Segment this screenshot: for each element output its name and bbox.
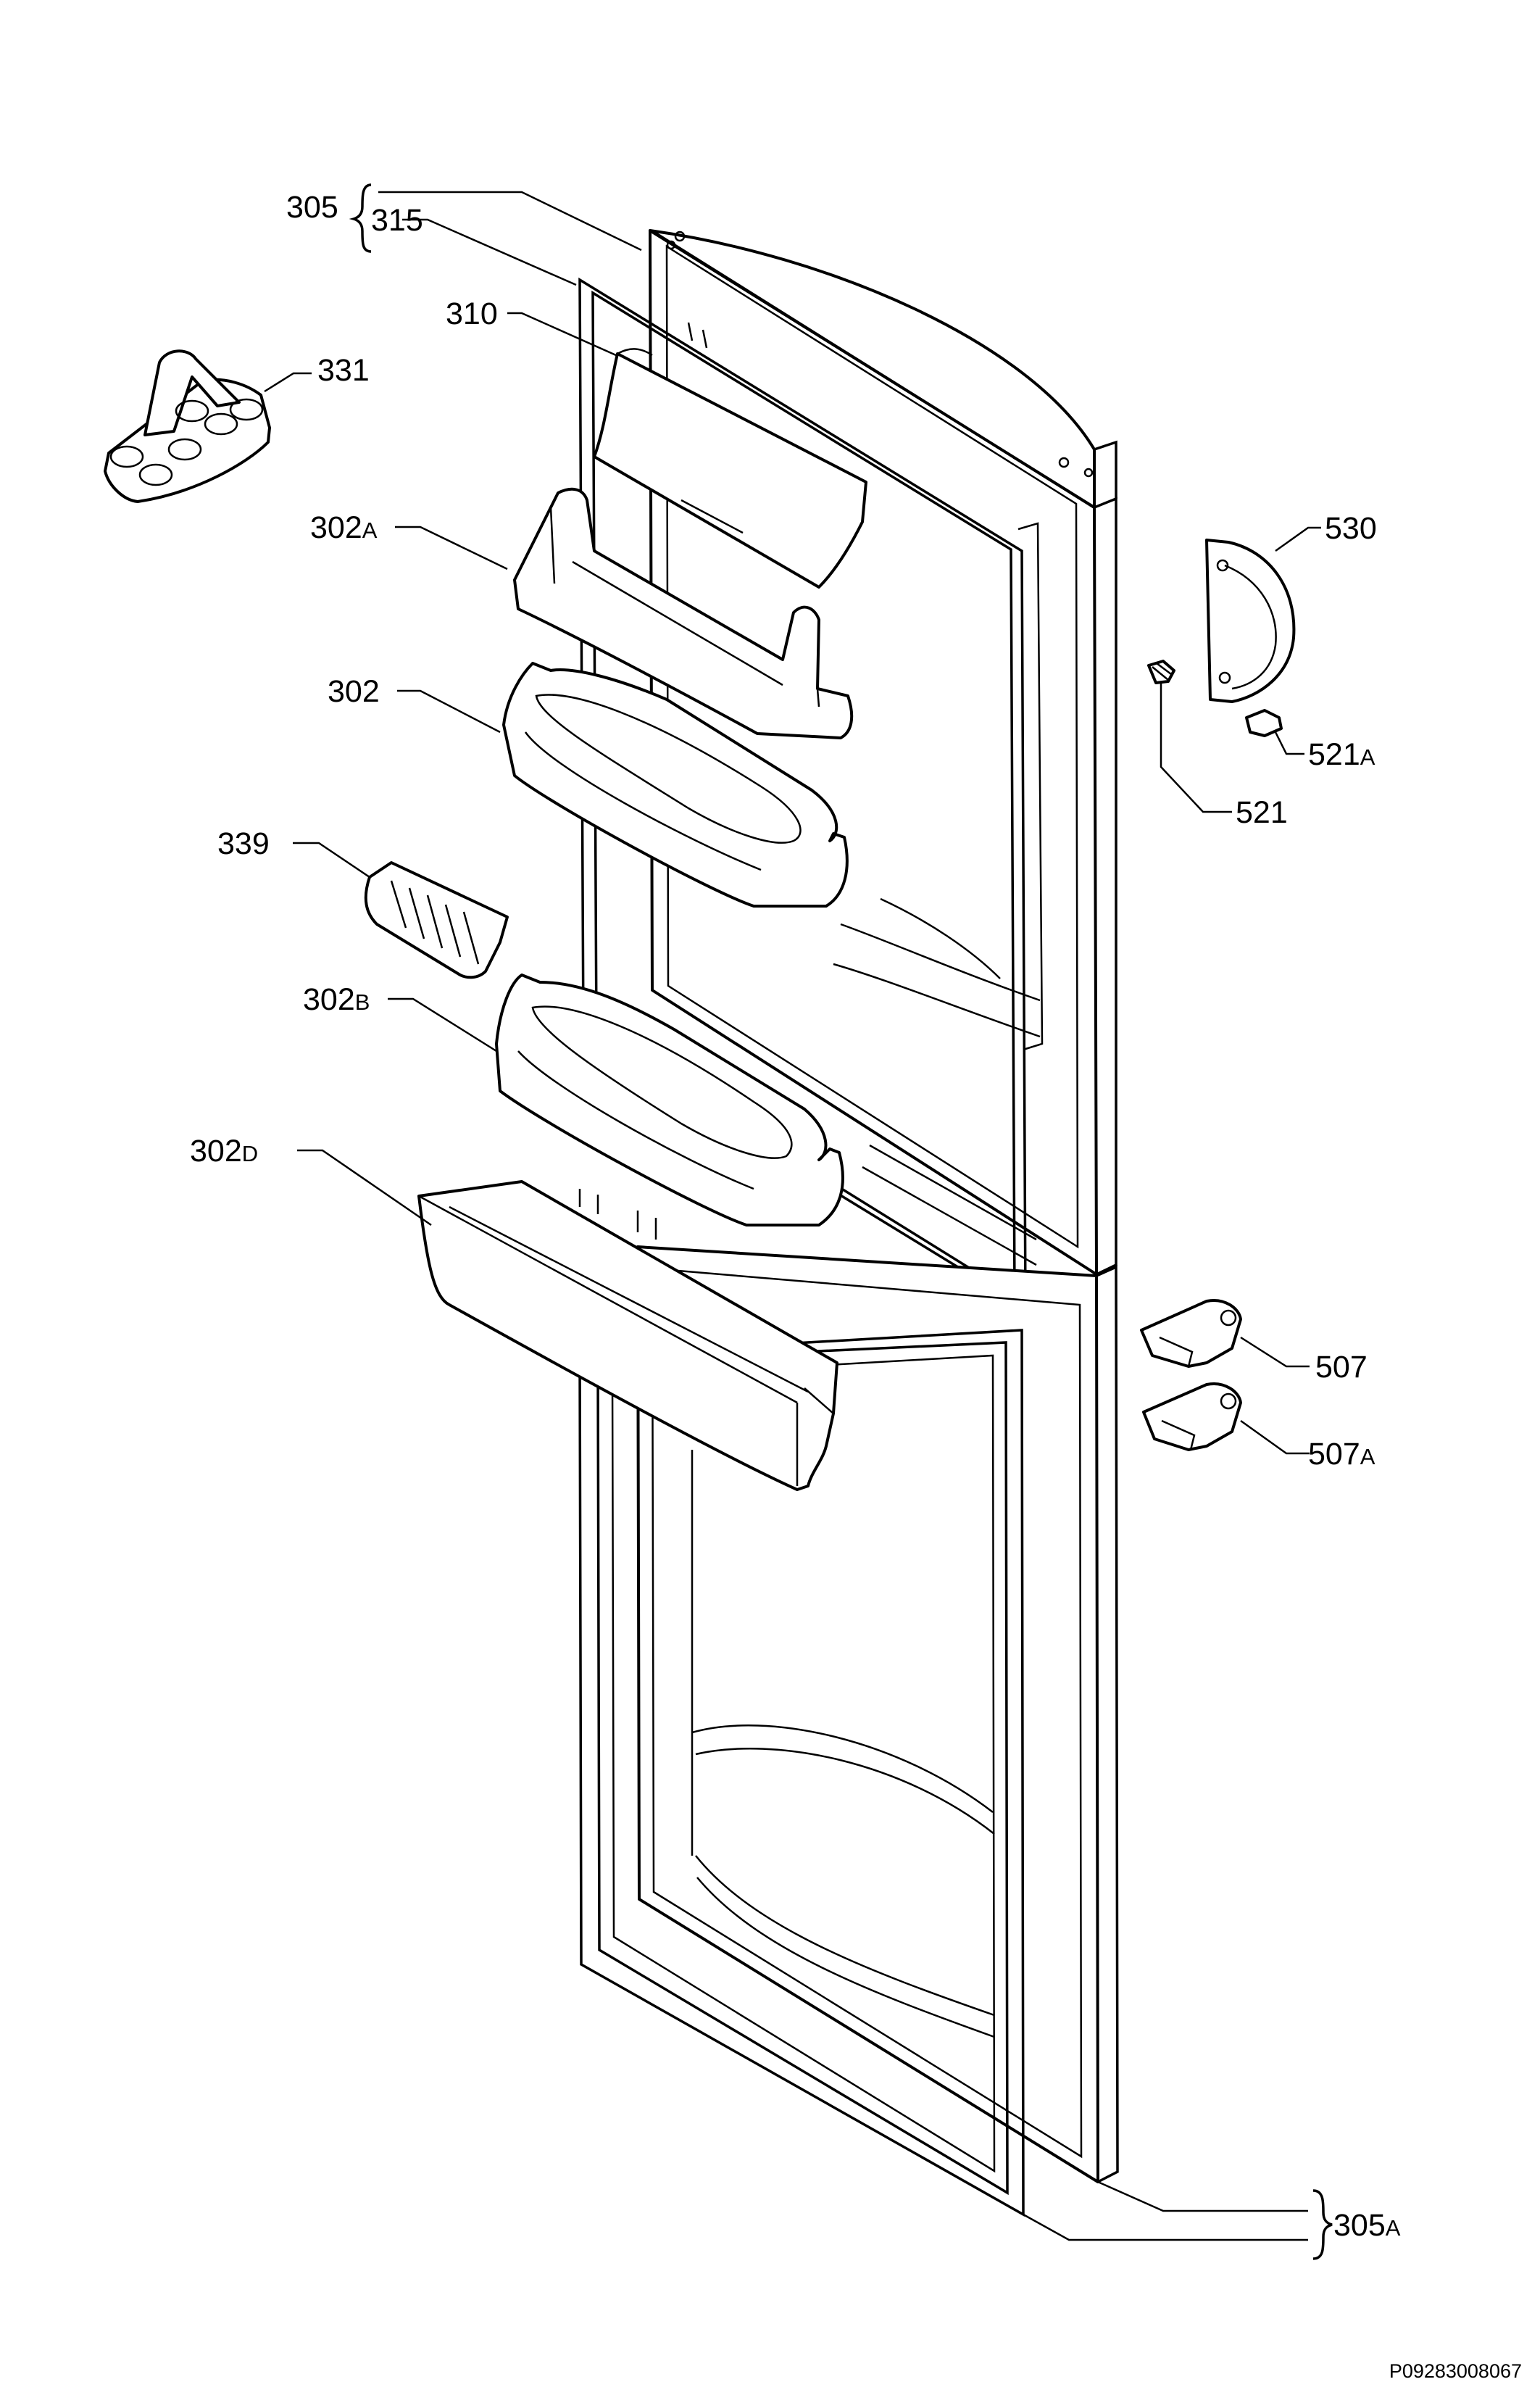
label-521: 521 xyxy=(1236,795,1288,830)
svg-text:339: 339 xyxy=(217,826,270,861)
bottle-divider-339 xyxy=(364,861,509,979)
door-bottle-shelf-302 xyxy=(502,662,849,908)
screw-521 xyxy=(1147,660,1175,684)
door-shelf-302d xyxy=(417,1180,838,1491)
svg-text:302D: 302D xyxy=(190,1134,258,1169)
svg-text:521: 521 xyxy=(1236,795,1288,830)
label-305: 305 xyxy=(286,190,338,225)
svg-text:530: 530 xyxy=(1325,511,1377,546)
label-507: 507 xyxy=(1315,1350,1368,1385)
label-315: 315 xyxy=(371,203,423,238)
brace-305 xyxy=(349,183,372,253)
svg-text:305: 305 xyxy=(286,190,338,225)
label-302b: 302B xyxy=(303,982,370,1017)
svg-text:507A: 507A xyxy=(1308,1437,1375,1472)
svg-text:331: 331 xyxy=(317,353,370,388)
label-305a: 305A xyxy=(1333,2208,1401,2243)
hinge-507 xyxy=(1140,1299,1242,1368)
label-521a: 521A xyxy=(1308,737,1375,772)
hinge-507a xyxy=(1142,1382,1242,1451)
svg-text:302B: 302B xyxy=(303,982,370,1017)
door-handle-530 xyxy=(1205,539,1296,703)
door-bottle-shelf-302b xyxy=(495,974,844,1226)
label-530: 530 xyxy=(1325,511,1377,546)
label-302a: 302A xyxy=(310,510,378,545)
label-302d: 302D xyxy=(190,1134,258,1169)
dairy-compartment-flap xyxy=(593,322,867,589)
leader-lines xyxy=(264,191,1321,2241)
handle-cover-cap-521a xyxy=(1245,709,1283,737)
brace-305a xyxy=(1312,2189,1333,2260)
upper-door-liner xyxy=(833,522,1044,1266)
svg-text:310: 310 xyxy=(446,296,498,331)
svg-text:507: 507 xyxy=(1315,1350,1368,1385)
svg-text:315: 315 xyxy=(371,203,423,238)
svg-text:302A: 302A xyxy=(310,510,378,545)
svg-text:305A: 305A xyxy=(1333,2208,1401,2243)
label-339: 339 xyxy=(217,826,270,861)
lower-door-liner xyxy=(691,1450,995,2038)
reference-code: P09283008067 xyxy=(1389,2360,1522,2382)
svg-text:302: 302 xyxy=(328,674,380,709)
label-302: 302 xyxy=(328,674,380,709)
label-331: 331 xyxy=(317,353,370,388)
door-shelf-302a xyxy=(513,487,854,739)
svg-text:521A: 521A xyxy=(1308,737,1375,772)
label-310: 310 xyxy=(446,296,498,331)
label-507a: 507A xyxy=(1308,1437,1375,1472)
egg-tray-331 xyxy=(104,349,271,503)
